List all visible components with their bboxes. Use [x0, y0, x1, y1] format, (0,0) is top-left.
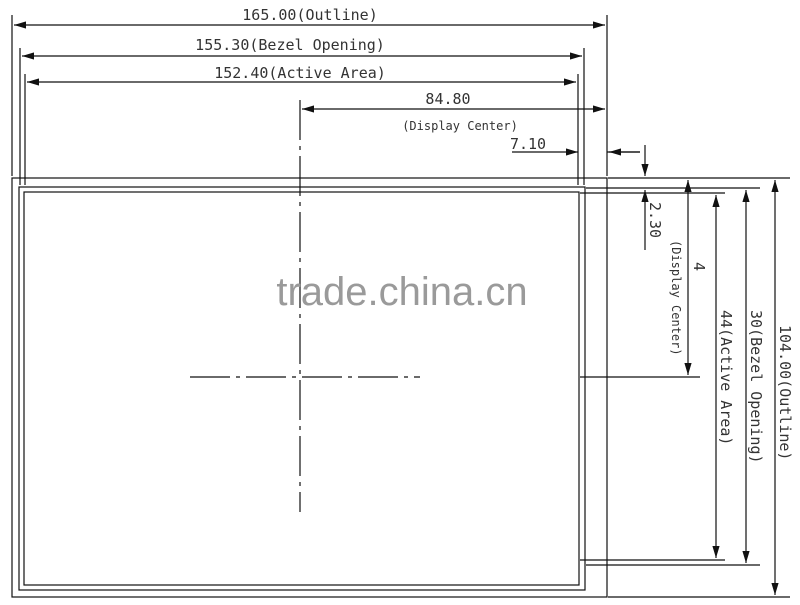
outline-rect [11, 177, 608, 598]
right-offset-label: 7.10 [510, 135, 546, 153]
active-height-label: 44(Active Area) [717, 310, 735, 445]
bezel-width-label: 155.30(Bezel Opening) [195, 36, 385, 54]
top-offset-label: 2.30 [646, 202, 664, 238]
active-area-rect [23, 191, 580, 586]
bezel-height-label: 30(Bezel Opening) [747, 310, 765, 464]
center-x-label: 84.80 [425, 90, 470, 108]
center-y-caption: (Display Center) [669, 240, 683, 356]
outline-width-label: 165.00(Outline) [242, 6, 377, 24]
active-width-label: 152.40(Active Area) [214, 64, 386, 82]
center-y-label: 4 [690, 262, 708, 271]
outline-height-label: 104.00(Outline) [776, 325, 794, 460]
watermark: trade.china.cn [276, 270, 527, 314]
center-x-caption: (Display Center) [402, 119, 518, 133]
bezel-opening-rect [18, 186, 586, 591]
